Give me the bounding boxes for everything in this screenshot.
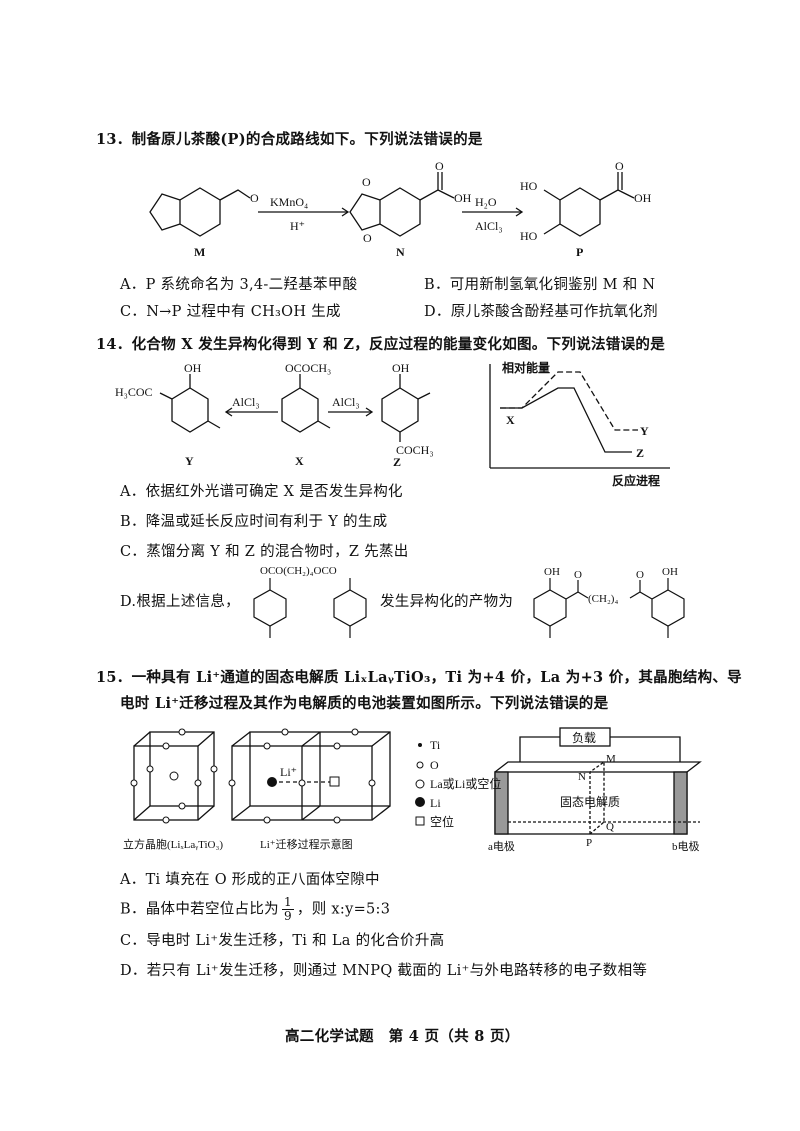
- svg-text:立方晶胞(LiₓLaᵧTiO₃): 立方晶胞(LiₓLaᵧTiO₃): [123, 837, 223, 851]
- svg-text:OH: OH: [544, 566, 560, 578]
- svg-text:X: X: [506, 413, 515, 427]
- q13-option-a: A．P 系统命名为 3,4-二羟基苯甲酸: [120, 277, 358, 293]
- svg-text:O: O: [574, 569, 582, 581]
- q15-stem-line1: 15．一种具有 Li⁺通道的固态电解质 LiₓLaᵧTiO₃，Ti 为+4 价，…: [96, 669, 742, 686]
- svg-text:b电极: b电极: [672, 839, 700, 853]
- svg-text:Z: Z: [636, 446, 644, 460]
- q15-stem-line2: 电时 Li⁺迁移过程及其作为电解质的电池装置如图所示。下列说法错误的是: [120, 695, 609, 712]
- q14-option-c: C．蒸馏分离 Y 和 Z 的混合物时，Z 先蒸出: [120, 544, 409, 560]
- svg-text:OH: OH: [454, 191, 472, 205]
- q14-d-reactant: OCO(CH₂)₄OCO: [253, 565, 367, 638]
- svg-text:(CH₂)₄: (CH₂)₄: [588, 593, 618, 605]
- svg-text:Li: Li: [430, 796, 441, 810]
- q13-stem: 13．制备原儿茶酸(P)的合成路线如下。下列说法错误的是: [96, 131, 483, 148]
- y-pathway-curve: [500, 371, 638, 431]
- svg-text:M: M: [606, 753, 616, 765]
- svg-text:P: P: [576, 245, 583, 259]
- svg-text:O: O: [363, 231, 372, 245]
- svg-text:Z: Z: [393, 455, 401, 469]
- q14-option-d-prefix: D.根据上述信息，: [120, 594, 240, 610]
- svg-text:Ti: Ti: [430, 738, 441, 752]
- svg-text:负载: 负载: [572, 731, 596, 745]
- svg-text:a电极: a电极: [488, 839, 515, 853]
- svg-text:OCOCH₃: OCOCH₃: [285, 361, 331, 375]
- svg-text:Li⁺迁移过程示意图: Li⁺迁移过程示意图: [260, 837, 353, 851]
- q14-option-d-middle: 发生异构化的产物为: [380, 594, 514, 610]
- svg-text:反应进程: 反应进程: [612, 473, 660, 488]
- q14-option-a: A．依据红外光谱可确定 X 是否发生异构化: [120, 484, 403, 500]
- q15-option-d: D．若只有 Li⁺发生迁移，则通过 MNPQ 截面的 Li⁺与外电路转移的电子数…: [120, 963, 648, 979]
- svg-text:M: M: [194, 245, 205, 259]
- q15-option-a: A．Ti 填充在 O 形成的正八面体空隙中: [120, 872, 380, 888]
- q13-reaction-scheme: O O O KMnO₄ H⁺ M O OH N H₂O AlCl₃ HO HO …: [149, 160, 652, 259]
- svg-text:AlCl₃: AlCl₃: [475, 219, 503, 233]
- q13-option-d: D．原儿茶酸含酚羟基可作抗氧化剂: [424, 304, 658, 320]
- svg-text:相对能量: 相对能量: [502, 360, 550, 375]
- svg-text:Q: Q: [606, 821, 614, 833]
- svg-text:OH: OH: [662, 566, 678, 578]
- svg-text:X: X: [295, 454, 304, 468]
- q15-figures: Li⁺ Ti O La或Li或空位 Li 空位 立方晶胞(LiₓLaᵧTiO₃)…: [123, 727, 702, 853]
- svg-text:HO: HO: [520, 179, 538, 193]
- svg-text:AlCl₃: AlCl₃: [332, 395, 360, 409]
- q14-option-b: B．降温或延长反应时间有利于 Y 的生成: [120, 514, 388, 530]
- q13-option-b: B．可用新制氢氧化铜鉴别 M 和 N: [424, 277, 656, 293]
- svg-text:固态电解质: 固态电解质: [560, 795, 620, 809]
- svg-text:OCO(CH₂)₄OCO: OCO(CH₂)₄OCO: [260, 565, 337, 577]
- svg-text:KMnO₄: KMnO₄: [270, 195, 308, 209]
- svg-text:O: O: [362, 175, 371, 189]
- q13-option-c: C．N→P 过程中有 CH₃OH 生成: [120, 304, 341, 320]
- svg-text:H⁺: H⁺: [290, 219, 305, 233]
- svg-text:H₃COC: H₃COC: [115, 385, 153, 399]
- svg-text:空位: 空位: [430, 814, 454, 829]
- svg-text:O: O: [636, 569, 644, 581]
- svg-text:OH: OH: [184, 361, 202, 375]
- svg-text:O: O: [435, 160, 444, 173]
- svg-text:AlCl₃: AlCl₃: [232, 395, 260, 409]
- z-pathway-curve: [500, 387, 632, 453]
- q14-reaction-scheme: OH H₃COC Y AlCl₃ OCOCH₃ X AlCl₃ OH COCH₃…: [115, 361, 434, 469]
- svg-text:OH: OH: [634, 191, 652, 205]
- svg-text:Y: Y: [185, 454, 194, 468]
- svg-text:OH: OH: [392, 361, 410, 375]
- svg-text:N: N: [578, 771, 586, 783]
- svg-text:HO: HO: [520, 229, 538, 243]
- svg-text:Y: Y: [640, 424, 649, 438]
- q14-d-product: OH O (CH₂)₄ O OH: [533, 566, 685, 638]
- svg-text:P: P: [586, 837, 592, 849]
- svg-text:O: O: [250, 191, 259, 205]
- svg-text:H₂O: H₂O: [475, 195, 497, 209]
- page-footer: 高二化学试题 第 4 页（共 8 页）: [285, 1028, 520, 1045]
- svg-text:Li⁺: Li⁺: [280, 765, 297, 779]
- q15-option-c: C．导电时 Li⁺发生迁移，Ti 和 La 的化合价升高: [120, 933, 445, 949]
- svg-text:O: O: [430, 758, 439, 772]
- svg-text:O: O: [615, 160, 624, 173]
- energy-profile-chart: 相对能量 X Y Z 反应进程: [489, 360, 670, 488]
- q14-stem: 14．化合物 X 发生异构化得到 Y 和 Z，反应过程的能量变化如图。下列说法错…: [96, 336, 666, 353]
- svg-text:N: N: [396, 245, 405, 259]
- svg-text:La或Li或空位: La或Li或空位: [430, 776, 501, 791]
- svg-text:COCH₃: COCH₃: [396, 443, 434, 457]
